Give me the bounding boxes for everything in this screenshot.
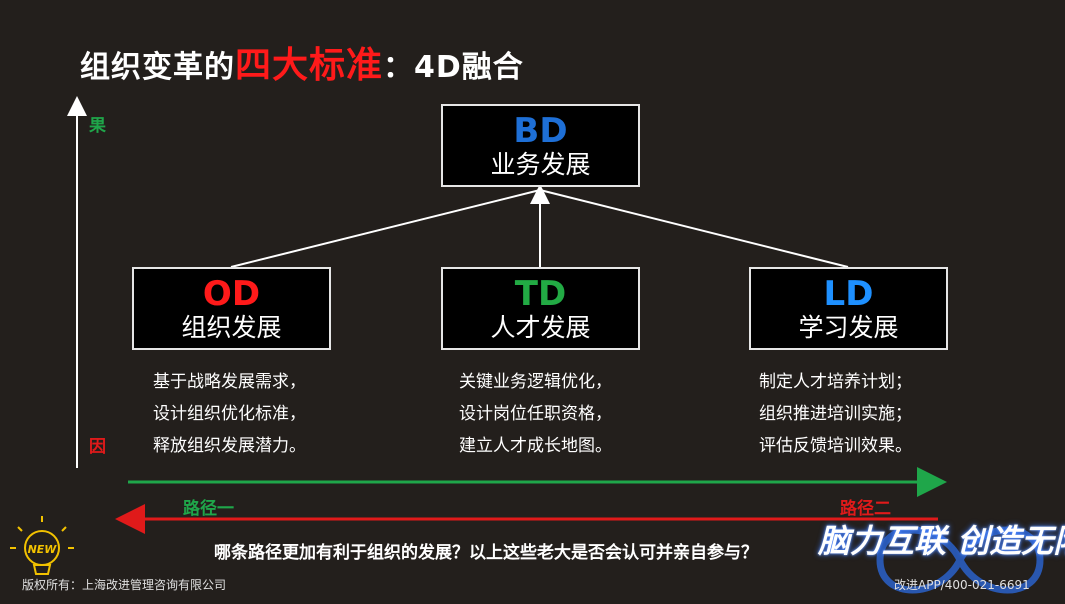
connector-od-bd <box>230 189 541 268</box>
infinity-logo-icon <box>876 526 1044 594</box>
bd-box: BD 业务发展 <box>441 104 640 187</box>
question-text: 哪条路径更加有利于组织的发展？以上这些老大是否会认可并亲自参与？ <box>214 543 758 563</box>
td-box: TD 人才发展 <box>441 267 640 350</box>
td-desc-line: 设计岗位任职资格， <box>459 404 612 424</box>
path2-label: 路径二 <box>840 499 891 519</box>
lightbulb-text: NEW <box>28 543 58 556</box>
bd-name: 业务发展 <box>490 150 591 179</box>
ld-box: LD 学习发展 <box>749 267 948 350</box>
title-highlight: 四大标准 <box>235 45 384 86</box>
od-desc-line: 基于战略发展需求， <box>153 372 306 392</box>
page-title: 组织变革的四大标准：4D融合 <box>80 36 524 88</box>
td-desc-line: 关键业务逻辑优化， <box>459 372 612 392</box>
td-description: 关键业务逻辑优化， 设计岗位任职资格， 建立人才成长地图。 <box>459 366 612 462</box>
ld-desc-line: 组织推进培训实施； <box>759 404 912 424</box>
od-name: 组织发展 <box>181 313 282 342</box>
ld-code: LD <box>823 274 874 314</box>
od-box: OD 组织发展 <box>132 267 331 350</box>
axis-bottom-label: 因 <box>89 437 106 457</box>
od-desc-line: 释放组织发展潜力。 <box>153 436 306 456</box>
slogan-logo: 脑力互联 创造无限 <box>818 522 1065 560</box>
contact-text: 改进APP/400-021-6691 <box>894 578 1030 592</box>
ld-desc-line: 评估反馈培训效果。 <box>759 436 912 456</box>
title-prefix: 组织变革的 <box>80 50 235 85</box>
od-code: OD <box>202 274 261 314</box>
copyright-text: 版权所有：上海改进管理咨询有限公司 <box>22 578 227 592</box>
td-code: TD <box>514 274 567 314</box>
od-description: 基于战略发展需求， 设计组织优化标准， 释放组织发展潜力。 <box>153 366 306 462</box>
lightbulb-icon <box>10 516 74 575</box>
od-desc-line: 设计组织优化标准， <box>153 404 306 424</box>
connector-ld-bd <box>539 189 849 268</box>
td-name: 人才发展 <box>490 313 591 342</box>
axis-top-label: 果 <box>89 116 106 136</box>
bd-code: BD <box>513 111 568 151</box>
td-desc-line: 建立人才成长地图。 <box>459 436 612 456</box>
path1-label: 路径一 <box>183 499 234 519</box>
ld-description: 制定人才培养计划； 组织推进培训实施； 评估反馈培训效果。 <box>759 366 912 462</box>
ld-name: 学习发展 <box>798 313 899 342</box>
ld-desc-line: 制定人才培养计划； <box>759 372 912 392</box>
title-suffix: ：4D融合 <box>383 50 524 85</box>
